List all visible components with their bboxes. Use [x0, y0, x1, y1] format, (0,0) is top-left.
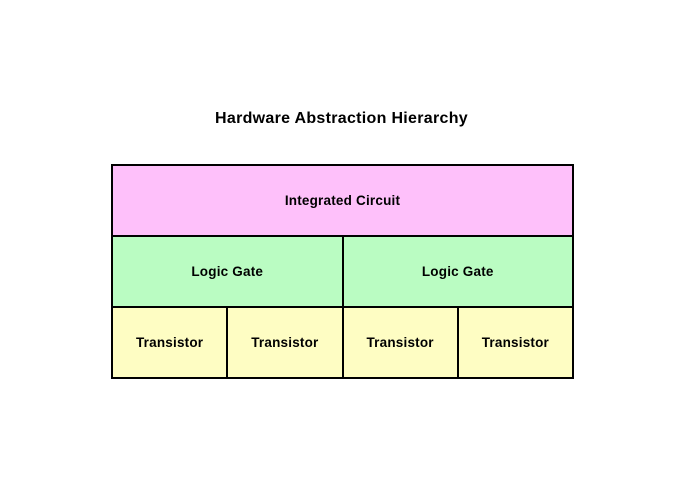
cell-logic-gate-1: Logic Gate: [113, 237, 342, 306]
cell-transistor-3: Transistor: [343, 308, 457, 377]
cell-integrated-circuit: Integrated Circuit: [113, 166, 572, 235]
hierarchy-diagram: Integrated Circuit Logic Gate Logic Gate…: [111, 164, 574, 379]
page-title: Hardware Abstraction Hierarchy: [215, 110, 468, 127]
cell-transistor-2: Transistor: [228, 308, 342, 377]
cell-logic-gate-2: Logic Gate: [343, 237, 572, 306]
cell-transistor-1: Transistor: [113, 308, 227, 377]
cell-transistor-4: Transistor: [458, 308, 572, 377]
